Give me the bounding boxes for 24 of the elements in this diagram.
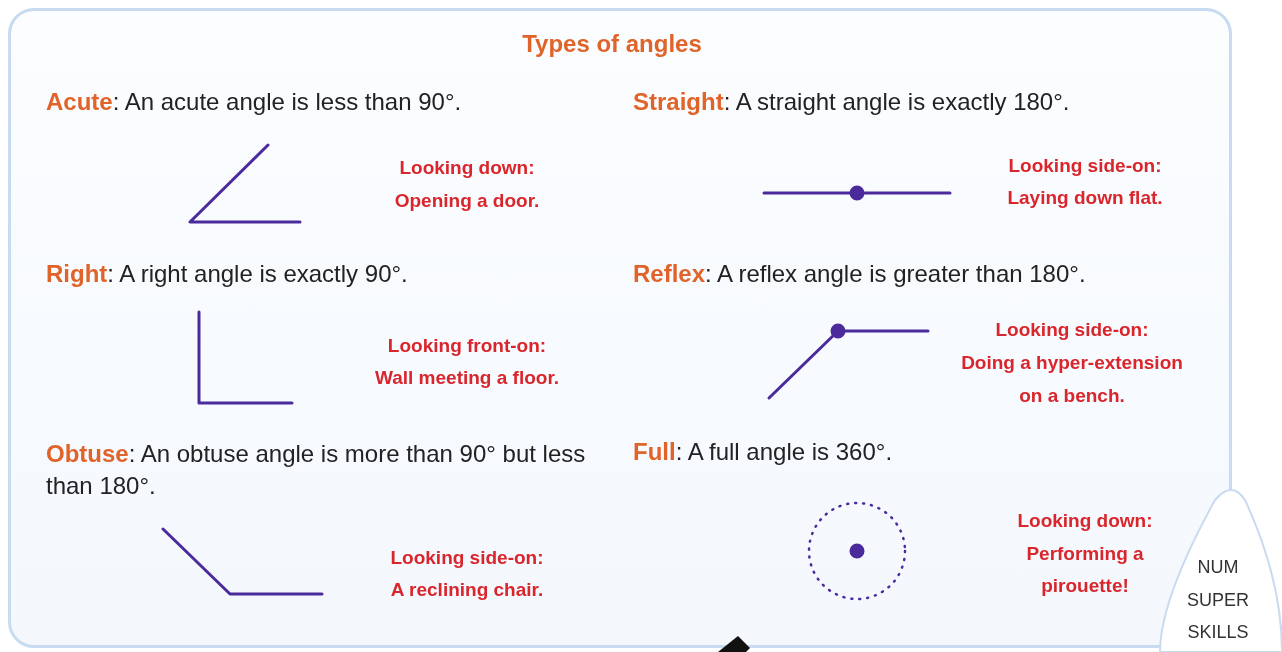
caption-text: on a bench. (1018, 385, 1126, 407)
caption-text: Looking front-on: (386, 335, 548, 357)
caption-text: Performing a (1025, 543, 1145, 565)
caption-text: Opening a door. (393, 190, 541, 212)
definition-text: Right: A right angle is exactly 90°. (46, 260, 408, 288)
badge-text: SKILLS (1186, 622, 1250, 643)
caption-text: Looking side-on: (994, 319, 1150, 341)
title: Types of angles (521, 30, 703, 58)
caption-text: A reclining chair. (389, 579, 545, 601)
caption-text: Laying down flat. (1006, 187, 1164, 209)
caption-text: Looking side-on: (389, 547, 545, 569)
caption-text: pirouette! (1040, 575, 1130, 597)
definition-text: Reflex: A reflex angle is greater than 180°. (633, 260, 1086, 288)
caption-text: Wall meeting a floor. (373, 367, 560, 389)
definition-text: Straight: A straight angle is exactly 180°. (633, 88, 1070, 116)
definition-text: Obtuse: An obtuse angle is more than 90° but less than 180°. (46, 439, 587, 501)
badge-text: NUM (1196, 557, 1240, 578)
caption-text: Looking side-on: (1007, 155, 1163, 177)
caption-text: Looking down: (1016, 510, 1154, 532)
definition-text: Acute: An acute angle is less than 90°. (46, 88, 462, 116)
badge-text: SUPER (1186, 590, 1250, 611)
definition-text: Full: A full angle is 360°. (633, 438, 893, 466)
caption-text: Doing a hyper-extension (960, 352, 1184, 374)
caption-text: Looking down: (398, 157, 536, 179)
